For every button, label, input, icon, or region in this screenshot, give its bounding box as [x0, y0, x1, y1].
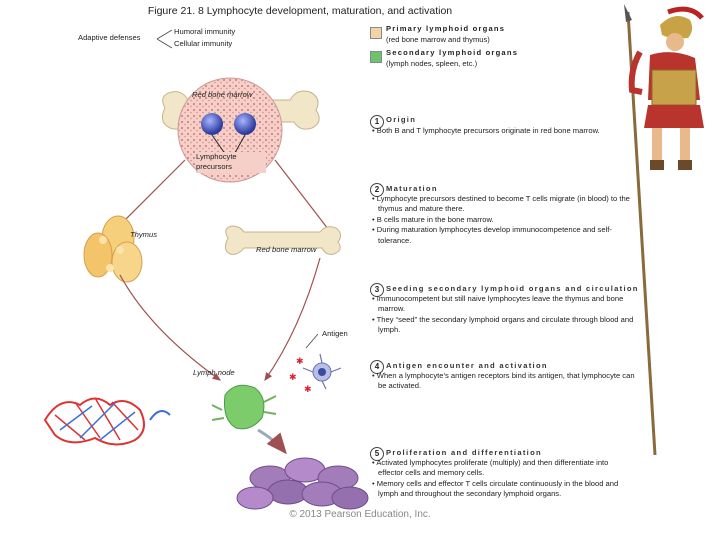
primary-lymphoid-heading: Primary lymphoid organs: [386, 24, 506, 33]
copyright-footer: © 2013 Pearson Education, Inc.: [289, 509, 431, 520]
step-4-bullet: When a lymphocyte’s antigen receptors bi…: [370, 371, 642, 392]
step-1-bullets: Both B and T lymphocyte precursors origi…: [370, 126, 640, 136]
vessel-network-illustration: [43, 397, 171, 446]
step-5-heading: Proliferation and differentiation: [386, 448, 542, 457]
humoral-immunity-label: Humoral immunity: [174, 27, 236, 36]
step-3-bullet: They “seed” the secondary lymphoid organ…: [370, 315, 640, 336]
step-5-bullets: Activated lymphocytes proliferate (multi…: [370, 458, 634, 500]
step-2-bullet: B cells mature in the bone marrow.: [370, 215, 644, 225]
step-4-heading: Antigen encounter and activation: [386, 361, 548, 370]
step-2-bullet: During maturation lymphocytes develop im…: [370, 225, 644, 246]
proliferation-cluster-illustration: [236, 457, 369, 510]
step-4-bullets: When a lymphocyte’s antigen receptors bi…: [370, 371, 642, 392]
step-3-bullets: Immunocompetent but still naive lymphocy…: [370, 294, 640, 336]
primary-lymphoid-detail: (red bone marrow and thymus): [386, 35, 490, 44]
secondary-lymphoid-heading: Secondary lymphoid organs: [386, 48, 519, 57]
activated-lymphocyte-illustration: ✱ ✱ ✱: [289, 353, 342, 395]
adaptive-defenses-label: Adaptive defenses: [78, 33, 141, 42]
cellular-immunity-label: Cellular immunity: [174, 39, 233, 48]
svg-text:✱: ✱: [289, 373, 297, 383]
secondary-lymphoid-detail: (lymph nodes, spleen, etc.): [386, 59, 478, 68]
lymph-node-illustration: [211, 384, 277, 430]
thymus-illustration: [83, 215, 143, 283]
defenses-brace: [156, 29, 173, 49]
red-bone-marrow-right-label: Red bone marrow: [256, 245, 317, 254]
step-5-bullet: Activated lymphocytes proliferate (multi…: [370, 458, 634, 479]
step-2-bullet: Lymphocyte precursors destined to become…: [370, 194, 644, 215]
svg-text:✱: ✱: [296, 357, 304, 367]
secondary-lymphoid-swatch: [370, 51, 382, 63]
figure-title: Figure 21. 8 Lymphocyte development, mat…: [147, 5, 453, 17]
step-3-heading: Seeding secondary lymphoid organs and ci…: [386, 284, 639, 293]
antigen-label: Antigen: [322, 329, 348, 338]
red-bone-marrow-top-label: Red bone marrow: [192, 90, 253, 99]
step-3-bullet: Immunocompetent but still naive lymphocy…: [370, 294, 640, 315]
step-1-bullet: Both B and T lymphocyte precursors origi…: [370, 126, 640, 136]
lymph-node-label: Lymph node: [193, 368, 235, 377]
step-5-bullet: Memory cells and effector T cells circul…: [370, 479, 634, 500]
step-1-heading: Origin: [386, 115, 417, 124]
svg-text:✱: ✱: [304, 385, 312, 395]
right-bone-illustration: [224, 225, 342, 255]
precursors-label: Lymphocyte precursors: [196, 152, 266, 173]
primary-lymphoid-swatch: [370, 27, 382, 39]
thymus-label: Thymus: [130, 230, 158, 239]
step-2-heading: Maturation: [386, 184, 438, 193]
soldier-illustration: [624, 4, 704, 456]
step-2-bullets: Lymphocyte precursors destined to become…: [370, 194, 644, 246]
